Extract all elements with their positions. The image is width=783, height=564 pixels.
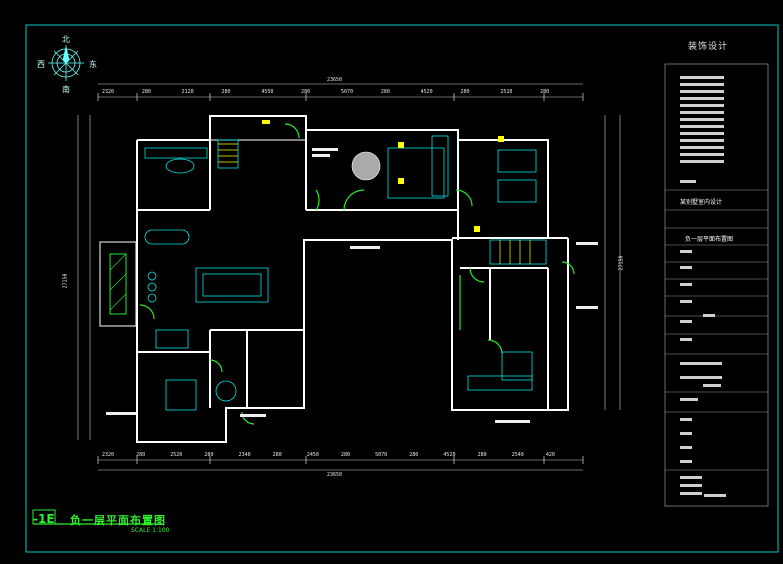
round-table xyxy=(351,151,381,181)
furniture xyxy=(144,135,547,411)
dimension-value: 280 xyxy=(221,89,231,95)
dimension-value: 5070 xyxy=(375,452,388,458)
sheet-code: 装饰设计 xyxy=(688,42,729,52)
stair-treads xyxy=(218,143,531,264)
exterior-panel xyxy=(99,241,137,327)
title-block-project-name: 某别墅室内设计 xyxy=(680,199,723,206)
bar-counter xyxy=(144,229,190,245)
dimension-value: 280 xyxy=(301,89,311,95)
dining-sink xyxy=(165,158,195,174)
room-label-bars xyxy=(106,148,598,423)
dimension-ticks xyxy=(97,93,584,464)
dimension-value: 280 xyxy=(380,89,390,95)
dimension-value: 2540 xyxy=(511,452,524,458)
dimension-value: 2120 xyxy=(181,89,194,95)
dimension-value: 280 xyxy=(409,452,419,458)
dimension-value: 2510 xyxy=(500,89,513,95)
dimension-value: 4520 xyxy=(420,89,433,95)
dining-table xyxy=(165,379,197,411)
dimension-value: 4550 xyxy=(261,89,274,95)
compass-east-label: 东 xyxy=(89,60,97,69)
stair-2 xyxy=(489,239,547,265)
yellow-fixtures xyxy=(262,120,504,232)
drawing-no-box xyxy=(32,509,56,525)
dimension-lines xyxy=(77,83,621,471)
overall-height-right: 27150 xyxy=(618,255,625,271)
dimension-value: 280 xyxy=(136,452,146,458)
drawing-title: 负一层平面布置图 xyxy=(70,514,166,527)
dimension-value: 2320 xyxy=(102,89,115,95)
title-block-text-bars xyxy=(680,76,726,497)
walls xyxy=(136,115,569,443)
pool-table xyxy=(195,267,269,303)
title-block-lines xyxy=(665,189,768,471)
compass-west-label: 西 xyxy=(37,60,45,69)
dimension-value: 2340 xyxy=(238,452,251,458)
dimension-value: 4520 xyxy=(443,452,456,458)
sofa-set xyxy=(387,147,445,199)
drawing-scale: SCALE 1:100 xyxy=(131,527,170,534)
dimension-value: 280 xyxy=(460,89,470,95)
doors xyxy=(139,123,575,425)
dimension-value: 2320 xyxy=(102,452,115,458)
sheet-frame xyxy=(25,24,779,553)
title-block-sheet-name: 负一层平面布置图 xyxy=(685,236,734,243)
drawing-number: -1E xyxy=(33,512,55,526)
kitchen-island xyxy=(501,351,533,381)
dimension-value: 2520 xyxy=(170,452,183,458)
dimension-value: 280 xyxy=(204,452,214,458)
compass-icon xyxy=(48,45,84,81)
dimension-value: 420 xyxy=(545,452,555,458)
bed-2 xyxy=(497,179,537,203)
overall-width-top: 23650 xyxy=(327,77,343,83)
overall-width-bottom: 23650 xyxy=(327,472,343,478)
title-block xyxy=(664,63,769,507)
kitchen-counter xyxy=(144,147,208,159)
overall-height-left: 27150 xyxy=(62,273,69,289)
dimension-value: 2450 xyxy=(306,452,319,458)
compass-north-label: 北 xyxy=(62,35,70,44)
dimension-value: 5070 xyxy=(341,89,354,95)
dimension-value: 280 xyxy=(341,452,351,458)
dimension-value: 280 xyxy=(540,89,550,95)
dimension-value: 280 xyxy=(477,452,487,458)
dimension-value: 280 xyxy=(272,452,282,458)
bed-1 xyxy=(497,149,537,173)
dimension-value: 280 xyxy=(141,89,151,95)
stair xyxy=(217,139,239,169)
compass-south-label: 南 xyxy=(62,85,70,94)
